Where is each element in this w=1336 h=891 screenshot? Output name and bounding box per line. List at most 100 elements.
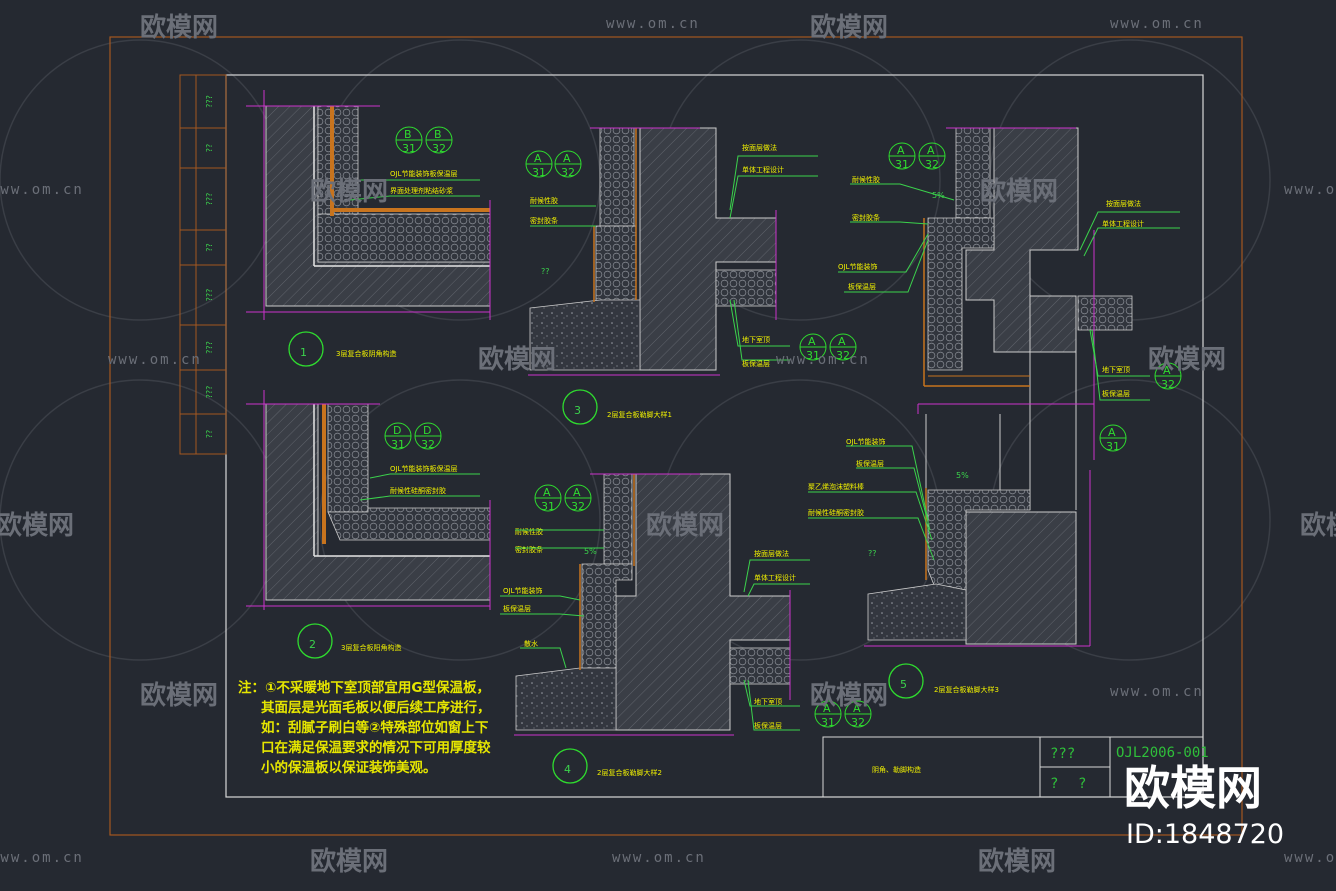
svg-text:31: 31: [895, 158, 909, 171]
d1-label-2: 界面处理剂粘结砂浆: [390, 186, 453, 195]
detail-3: 耐候性胶 密封胶条 按面层做法 单体工程设计 地下室顶 板保温层 ?? A 31…: [525, 127, 857, 425]
watermarks: www.om.cn www.om.cn www.om.cn www.om.cn www.…: [0, 12, 1336, 877]
svg-text:31: 31: [391, 438, 405, 451]
svg-text:31: 31: [821, 716, 835, 729]
d1-caption: 3层复合板阴角构造: [336, 349, 396, 358]
svg-text:B: B: [434, 128, 442, 141]
note-line-1: 注：①不采暖地下室顶部宜用G型保温板，: [238, 679, 490, 696]
left-strip-cell: ???: [205, 193, 214, 206]
watermark-url: www.om.cn: [0, 182, 84, 198]
overlay-brand: 欧模网: [1124, 761, 1262, 815]
d5-label-right-1: 按面层做法: [1106, 199, 1141, 208]
svg-text:A: A: [573, 486, 581, 499]
watermark-brand: 欧模网: [1148, 344, 1226, 375]
watermark-url: www.om.cn: [0, 850, 84, 866]
d5-bubble-top-1: A 31: [888, 142, 916, 171]
watermark-brand: 欧模网: [1300, 510, 1336, 541]
d5-slope2: 5%: [956, 471, 969, 480]
d3-qq: ??: [541, 267, 550, 276]
svg-text:A: A: [897, 144, 905, 157]
title-page-2: ?: [1078, 776, 1086, 792]
svg-text:32: 32: [571, 500, 585, 513]
svg-text:B: B: [404, 128, 412, 141]
d3-label-right-1: 按面层做法: [742, 143, 777, 152]
svg-text:32: 32: [561, 166, 575, 179]
d4-label-bottom-1: 地下室顶: [754, 697, 782, 706]
d4-bubble-bottom-2: A 32: [844, 700, 872, 729]
svg-text:31: 31: [1106, 440, 1120, 453]
d4-bubble-top-2: A 32: [564, 484, 592, 513]
note-block: 注：①不采暖地下室顶部宜用G型保温板， 其面层是光面毛板以便后续工序进行， 如：…: [238, 679, 491, 776]
d5-label-left2-1: OJL节能装饰: [838, 262, 877, 271]
d4-label-bottom-2: 板保温层: [754, 721, 782, 730]
svg-text:A: A: [534, 152, 542, 165]
d2-bubble-1: D 31: [384, 422, 412, 451]
watermark-url: www.om.cn: [1110, 16, 1204, 32]
d3-bubble-top-2: A 32: [554, 150, 582, 179]
d4-label-left2-1: OJL节能装饰: [503, 586, 542, 595]
watermark-brand: 欧模网: [478, 344, 556, 375]
d4-label-left-1: 耐候性胶: [515, 527, 543, 536]
detail-1: OJL节能装饰板保温层 界面处理剂粘结砂浆 B 31 B 32 1 3层复合板阴…: [246, 90, 491, 367]
d2-label-1: OJL节能装饰板保温层: [390, 464, 457, 473]
title-block: ??? OJL2006-001 阴角、勒脚构造 ? ?: [822, 736, 1209, 798]
d3-label-bottom-2: 板保温层: [742, 359, 770, 368]
left-strip-cell: ??: [205, 243, 214, 252]
d3-number: 3: [574, 404, 581, 417]
title-text: 阴角、勒脚构造: [872, 765, 921, 774]
svg-text:D: D: [423, 424, 431, 437]
d4-slope: 5%: [584, 547, 597, 556]
title-page-1: ?: [1050, 776, 1058, 792]
svg-text:31: 31: [402, 142, 416, 155]
d5-label-right-2: 单体工程设计: [1102, 219, 1144, 228]
watermark-brand: 欧模网: [140, 12, 218, 43]
overlay-id: ID:1848720: [1126, 819, 1284, 850]
svg-text:31: 31: [806, 349, 820, 362]
watermark-url: www.om.cn: [612, 850, 706, 866]
svg-text:A: A: [927, 144, 935, 157]
d3-label-left-1: 耐候性胶: [530, 196, 558, 205]
svg-text:A: A: [823, 702, 831, 715]
left-strip-cell: ??: [205, 430, 214, 439]
note-line-5: 小的保温板以保证装饰美观。: [261, 759, 437, 776]
d2-number: 2: [309, 638, 316, 651]
d5-number: 5: [900, 678, 907, 691]
d1-bubble-1: B 31: [395, 126, 423, 155]
d5-slope1: 5%: [932, 191, 945, 200]
d4-label-water: 散水: [524, 639, 538, 648]
d5-label-left-1: 耐候性胶: [852, 175, 880, 184]
d3-bubble-top-1: A 31: [525, 150, 553, 179]
watermark-url: www.om.cn: [776, 352, 870, 368]
detail-4: 耐候性胶 密封胶条 5% OJL节能装饰 板保温层 散水 按面层做法 单体工程设…: [500, 473, 872, 784]
left-strip: ?????????????????????: [179, 74, 227, 455]
left-strip-cell: ???: [205, 95, 214, 108]
watermark-brand: 欧模网: [810, 680, 888, 711]
d5-label-lower-1: OJL节能装饰: [846, 437, 885, 446]
d5-bubble-right-2: A 31: [1099, 424, 1127, 453]
svg-text:A: A: [563, 152, 571, 165]
watermark-url: www.om.cn: [1284, 182, 1336, 198]
detail-2: OJL节能装饰板保温层 耐候性硅酮密封胶 D 31 D 32 2 3层复合板阳角…: [246, 390, 491, 659]
d5-bubble-right-1: A 32: [1154, 362, 1182, 391]
svg-text:31: 31: [541, 500, 555, 513]
d4-bubble-bottom-1: A 31: [814, 700, 842, 729]
watermark-brand: 欧模网: [0, 510, 74, 541]
svg-text:32: 32: [836, 349, 850, 362]
watermark-brand: 欧模网: [310, 176, 388, 207]
d2-caption: 3层复合板阳角构造: [341, 643, 401, 652]
d5-label-bottom-1: 地下室顶: [1102, 365, 1130, 374]
d5-qq: ??: [868, 549, 877, 558]
d3-caption: 2层复合板勒脚大样1: [607, 410, 672, 419]
svg-text:A: A: [1163, 364, 1171, 377]
d5-label-lower-3: 聚乙烯泡沫塑料棒: [808, 482, 864, 491]
d5-label-left-2: 密封胶条: [852, 213, 880, 222]
d5-label-bottom-2: 板保温层: [1102, 389, 1130, 398]
svg-text:32: 32: [925, 158, 939, 171]
note-line-4: 口在满足保温要求的情况下可用厚度较: [261, 739, 491, 756]
watermark-brand: 欧模网: [310, 846, 388, 877]
svg-text:A: A: [1108, 426, 1116, 439]
note-line-3: 如：刮腻子刷白等②特殊部位如窗上下: [261, 719, 489, 736]
svg-text:A: A: [853, 702, 861, 715]
d4-label-right-1: 按面层做法: [754, 549, 789, 558]
